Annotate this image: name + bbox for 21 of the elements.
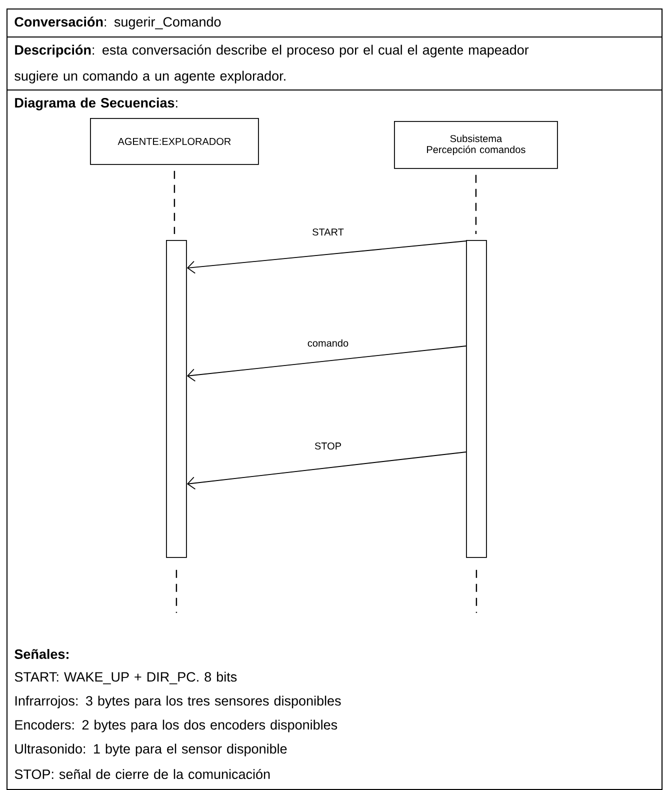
signal-line: STOP: señal de cierre de la comunicación [14,768,270,780]
description-text: Descripción: esta conversación describe el proceso por el cual el agente mapeador sugiere un comando a un agente explorador. [14,44,529,84]
signal-line: Ultrasonido: 1 byte para el sensor disponible [15,744,287,756]
activation-bar [466,240,487,558]
lifeline-box: Subsistema Percepción comandos [394,121,558,169]
activation-bar [166,240,187,558]
signal-line: START: WAKE_UP + DIR_PC. 8 bits [14,672,237,684]
text-row: Conversación: sugerir_Comando [14,16,221,30]
message-label: STOP [313,441,343,451]
message-arrow [186,240,466,274]
lifeline [174,170,176,234]
lifeline [475,174,477,234]
message-label: START [311,227,345,237]
section-heading: Señales: [14,649,68,659]
message-arrow [186,346,466,382]
signal-line: Encoders: 2 bytes para los dos encoders disponibles [15,720,338,732]
message-label: comando [306,338,350,348]
message-arrow [186,452,466,490]
signal-line: Infrarrojos: 3 bytes para los tres sensores disponibles [15,696,341,708]
lifeline-box: AGENTE:EXPLORADOR [90,118,259,165]
section-heading: Diagrama de Secuencias: [15,98,178,110]
